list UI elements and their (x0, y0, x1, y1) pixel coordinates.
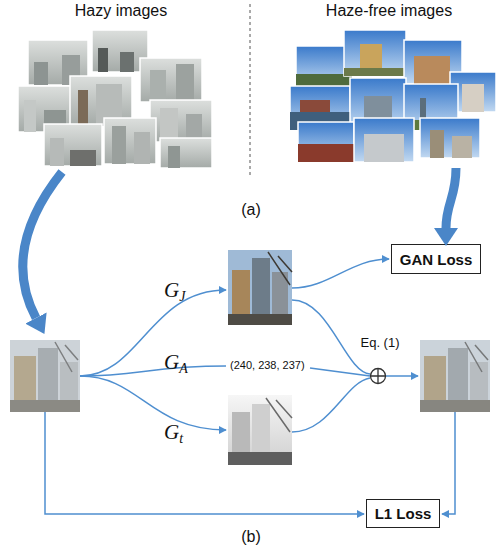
hazy-photo-collage (18, 30, 212, 168)
equation-ref: Eq. (1) (360, 335, 399, 350)
flow-arrow (446, 168, 456, 228)
set-heading: Hazy images (8, 2, 234, 20)
image-set: Hazy images (8, 2, 234, 172)
flow-line (292, 259, 389, 288)
clear-photo (344, 30, 406, 76)
loss-box: L1 Loss (366, 499, 440, 528)
loss-box: GAN Loss (391, 244, 481, 274)
flow-arrow (23, 172, 62, 318)
sum-symbol (371, 369, 386, 384)
clear-photo (420, 118, 480, 158)
hazy-photo (44, 124, 102, 166)
generator-label: GA (164, 350, 188, 377)
hazy-photo (160, 138, 212, 168)
generator-label: Gt (164, 420, 183, 447)
clear-photo (354, 118, 414, 162)
clear-photo (298, 122, 354, 162)
flow-lines (45, 259, 455, 514)
set-heading: Haze-free images (278, 2, 500, 20)
reconstructed-image (420, 340, 490, 412)
flow-line (45, 412, 364, 514)
panel-label: (a) (241, 201, 261, 219)
panel-label: (b) (241, 528, 261, 546)
input-hazy-image (10, 340, 80, 412)
flow-line (80, 376, 226, 430)
box-label: GAN Loss (400, 251, 473, 268)
clear-photo-collage (290, 30, 496, 162)
dehazed-image (228, 250, 292, 325)
atmospheric-light-value: (240, 238, 237) (230, 359, 305, 371)
generator-label: GJ (164, 278, 185, 305)
hazy-photo (104, 118, 156, 164)
flow-line (310, 368, 370, 376)
hazy-photo (150, 100, 212, 142)
flow-line (80, 290, 226, 376)
image-set: Haze-free images (278, 2, 500, 168)
transmission-map (228, 395, 292, 465)
flow-line (292, 378, 370, 432)
flow-line (386, 375, 418, 377)
hazy-photo (140, 58, 202, 102)
box-label: L1 Loss (375, 505, 432, 522)
flow-line (442, 412, 455, 514)
divider-line (250, 4, 251, 178)
flow-line (80, 366, 226, 376)
